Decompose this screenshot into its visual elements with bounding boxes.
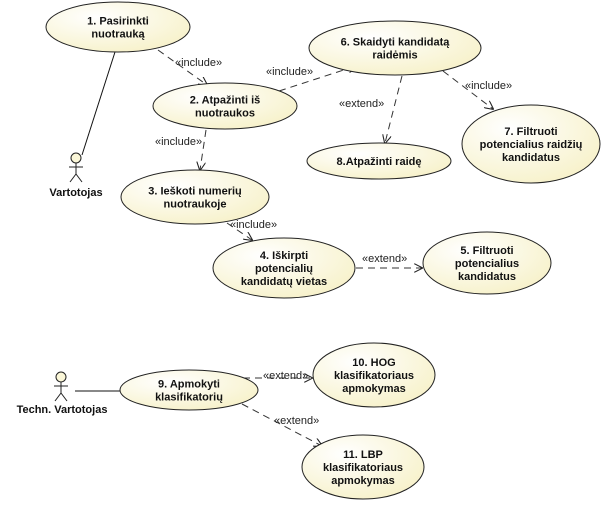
relation-arrow <box>442 70 493 109</box>
relation-arrow <box>278 66 356 92</box>
use-case-label-line: 5. Filtruoti <box>460 245 513 257</box>
relation-label: «include» <box>230 219 277 231</box>
use-case-label-line: potencialių <box>255 263 313 275</box>
use-case-ellipse <box>119 369 259 411</box>
use-case-label-line: 9. Apmokyti <box>158 379 220 391</box>
relation-arrow <box>200 129 207 170</box>
actor-techn[interactable]: Techn. Vartotojas <box>17 371 108 416</box>
stick-figure-icon <box>54 371 68 402</box>
use-case-label-line: klasifikatoriaus <box>334 370 414 382</box>
use-case-label-line: potencialius raidžių <box>480 139 583 151</box>
use-case-ellipse <box>301 434 425 500</box>
relation-uc2-uc6: «include» <box>266 66 356 92</box>
relation-label: «extend» <box>339 98 384 110</box>
relation-uc1-uc2: «include» <box>157 49 222 85</box>
use-case-label-line: potencialius <box>455 258 519 270</box>
relation-uc6-uc7: «include» <box>442 70 512 109</box>
use-case-uc8[interactable]: 8.Atpažinti raidę <box>306 142 452 180</box>
use-case-label-line: nuotrauką <box>91 29 145 41</box>
use-case-label-line: apmokymas <box>342 383 406 395</box>
use-case-label-line: 4. Iškirpti <box>260 250 308 262</box>
use-case-ellipse <box>461 104 601 184</box>
use-case-ellipse <box>312 342 436 408</box>
relations-layer: «include» «include» «include» «include» «ext… <box>155 49 512 446</box>
use-case-label-line: 7. Filtruoti <box>504 126 557 138</box>
relation-label: «include» <box>175 57 222 69</box>
use-case-label-line: nuotraukoje <box>164 199 227 211</box>
use-case-ellipse <box>308 20 482 76</box>
relation-uc9-uc11: «extend» <box>241 403 322 446</box>
use-case-label-line: kandidatų vietas <box>241 276 327 288</box>
relation-label: «extend» <box>274 415 319 427</box>
use-case-label-line: apmokymas <box>331 475 395 487</box>
relation-uc4-uc5: «extend» <box>356 253 422 268</box>
actor-label: Vartotojas <box>49 187 102 199</box>
relation-arrow <box>385 75 403 143</box>
association-vartotojas-uc1 <box>81 51 116 156</box>
relation-arrow <box>157 49 207 85</box>
associations-layer <box>75 51 121 392</box>
use-case-label-line: 11. LBP <box>343 449 383 461</box>
use-case-ellipse <box>120 169 270 225</box>
use-case-label-line: klasifikatorių <box>155 392 223 404</box>
use-case-ellipse <box>212 237 356 299</box>
stick-figure-icon <box>69 152 83 183</box>
relation-label: «include» <box>155 136 202 148</box>
use-case-label-line: 3. Ieškoti numerių <box>148 186 242 198</box>
relation-label: «extend» <box>263 370 308 382</box>
use-case-ellipse <box>422 231 552 295</box>
actor-label: Techn. Vartotojas <box>17 404 108 416</box>
relation-label: «extend» <box>362 253 407 265</box>
use-case-label-line: kandidatus <box>458 271 516 283</box>
relation-uc6-uc8: «extend» <box>339 75 403 143</box>
relation-label: «include» <box>465 80 512 92</box>
use-case-label-line: kandidatus <box>502 152 560 164</box>
relation-uc3-uc4: «include» <box>226 219 277 240</box>
use-case-ellipse <box>45 1 191 53</box>
use-case-label-line: 8.Atpažinti raidę <box>337 156 422 168</box>
use-case-label-line: klasifikatoriaus <box>323 462 403 474</box>
actor-vartotojas[interactable]: Vartotojas <box>49 152 103 199</box>
use-case-label-line: nuotraukos <box>195 108 255 120</box>
relation-uc9-uc10: «extend» <box>243 370 312 382</box>
use-case-label-line: 1. Pasirinkti <box>87 16 149 28</box>
use-case-ellipse <box>152 82 298 130</box>
use-case-label-line: 2. Atpažinti iš <box>190 95 261 107</box>
use-case-label-line: 6. Skaidyti kandidatą <box>341 37 451 49</box>
relation-arrow <box>226 222 252 240</box>
use-case-ellipse <box>306 142 452 180</box>
relation-label: «include» <box>266 66 313 78</box>
relation-arrow <box>241 403 322 446</box>
use-case-label-line: raidėmis <box>372 50 417 62</box>
use-case-label-line: 10. HOG <box>352 357 395 369</box>
relation-uc2-uc3: «include» <box>155 129 207 170</box>
